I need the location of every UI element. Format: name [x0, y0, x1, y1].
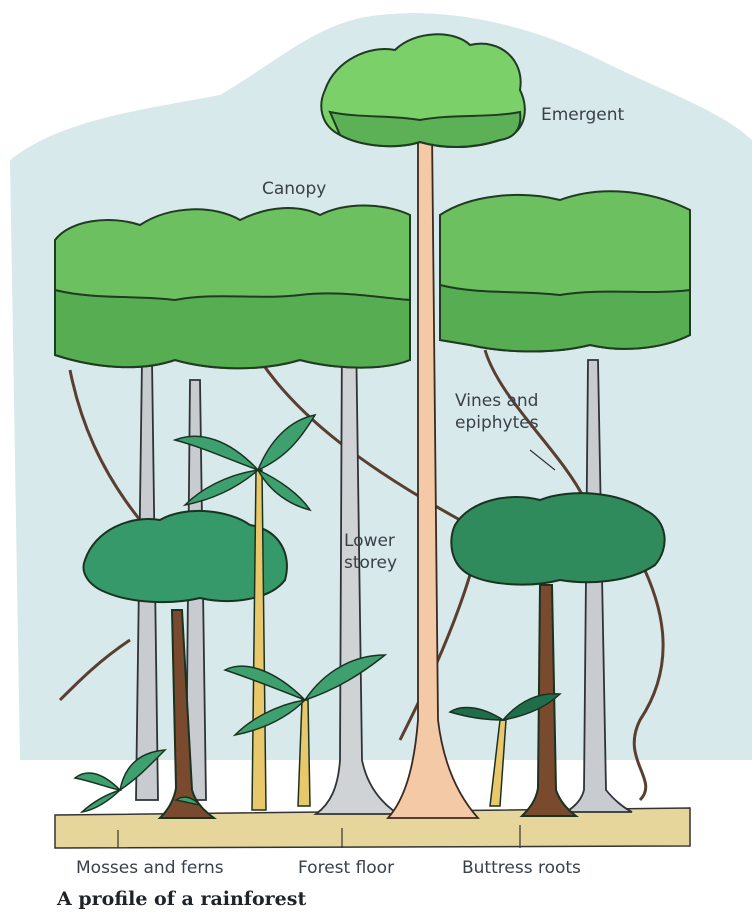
canopy-label: Canopy	[262, 178, 326, 200]
forest-floor-label: Forest floor	[298, 857, 394, 879]
vines-label-line-1: Vines and	[455, 390, 539, 412]
buttress-roots-label: Buttress roots	[462, 857, 581, 879]
lower-storey-label: Lower storey	[344, 530, 397, 574]
lower-storey-label-line-2: storey	[344, 552, 397, 574]
lower-storey-label-line-1: Lower	[344, 530, 397, 552]
vines-label-line-2: epiphytes	[455, 412, 539, 434]
figure-caption: A profile of a rainforest	[57, 888, 306, 910]
emergent-label: Emergent	[541, 104, 624, 126]
mosses-and-ferns-label: Mosses and ferns	[76, 857, 224, 879]
vines-and-epiphytes-label: Vines and epiphytes	[455, 390, 539, 434]
